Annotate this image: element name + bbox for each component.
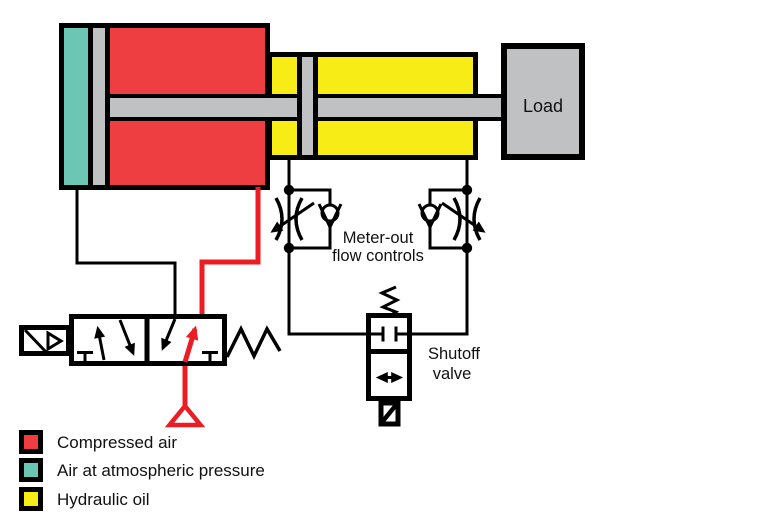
load-body [507, 49, 579, 154]
atmospheric-air-chamber [64, 28, 88, 185]
legend-label: Compressed air [57, 433, 177, 452]
legend: Compressed air Air at atmospheric pressu… [19, 430, 265, 511]
flow-path-arrow-icon [94, 325, 106, 361]
pilot-triangle-icon [46, 330, 64, 352]
hydraulic-piston-plate [302, 57, 313, 155]
air-supply-triangle-icon [164, 402, 206, 428]
junction-dot [461, 184, 473, 196]
restrictor-arc [274, 197, 284, 241]
restrictor-arc [472, 197, 482, 241]
legend-item-compressed-air: Compressed air [19, 430, 177, 454]
spring-icon [225, 325, 282, 361]
check-valve-seat-icon [417, 203, 443, 231]
needle-adjust-arrow-icon [270, 201, 315, 233]
shutoff-label-line1: Shutoff [428, 345, 480, 363]
shutoff-label-line2: valve [433, 365, 472, 383]
directional-control-valve [19, 314, 282, 366]
left-oil-line [287, 160, 368, 336]
junction-dot [283, 184, 295, 196]
manual-actuator-stripe-icon [381, 403, 398, 423]
restrictor-arc [452, 197, 462, 241]
pilot-actuator-stripe-icon [23, 328, 48, 354]
shutoff-valve [366, 285, 412, 427]
right-oil-line [411, 160, 469, 336]
shutoff-open-position-box [366, 349, 412, 401]
legend-swatch [24, 463, 38, 477]
check-valve-seat-icon [317, 203, 343, 231]
compressed-air-supply-line [199, 187, 261, 318]
atmospheric-air-line [75, 190, 177, 318]
legend-label: Hydraulic oil [57, 490, 150, 509]
meter-out-label-line2: flow controls [332, 247, 424, 265]
load-label: Load [523, 96, 563, 116]
legend-swatch [24, 492, 38, 506]
needle-adjust-arrow-icon [441, 201, 486, 233]
air-piston-plate [93, 28, 105, 185]
flow-path-arrow-icon [161, 318, 177, 351]
flow-control-right [417, 197, 486, 241]
air-piston [88, 23, 110, 190]
active-flow-arrow-icon [182, 325, 199, 363]
spring-icon [378, 285, 401, 318]
flow-path-arrow-icon [118, 319, 135, 356]
junction-dot [283, 242, 295, 254]
legend-item-atmospheric-air: Air at atmospheric pressure [19, 458, 265, 482]
load-block: Load [501, 43, 585, 160]
restrictor-arc [294, 197, 304, 241]
flow-control-left [270, 197, 343, 241]
hydraulic-piston [297, 52, 318, 160]
legend-item-hydraulic-oil: Hydraulic oil [19, 487, 150, 511]
meter-out-label-line1: Meter-out [343, 229, 414, 247]
legend-swatch [24, 435, 38, 449]
legend-label: Air at atmospheric pressure [57, 461, 265, 480]
junction-dot [461, 242, 473, 254]
